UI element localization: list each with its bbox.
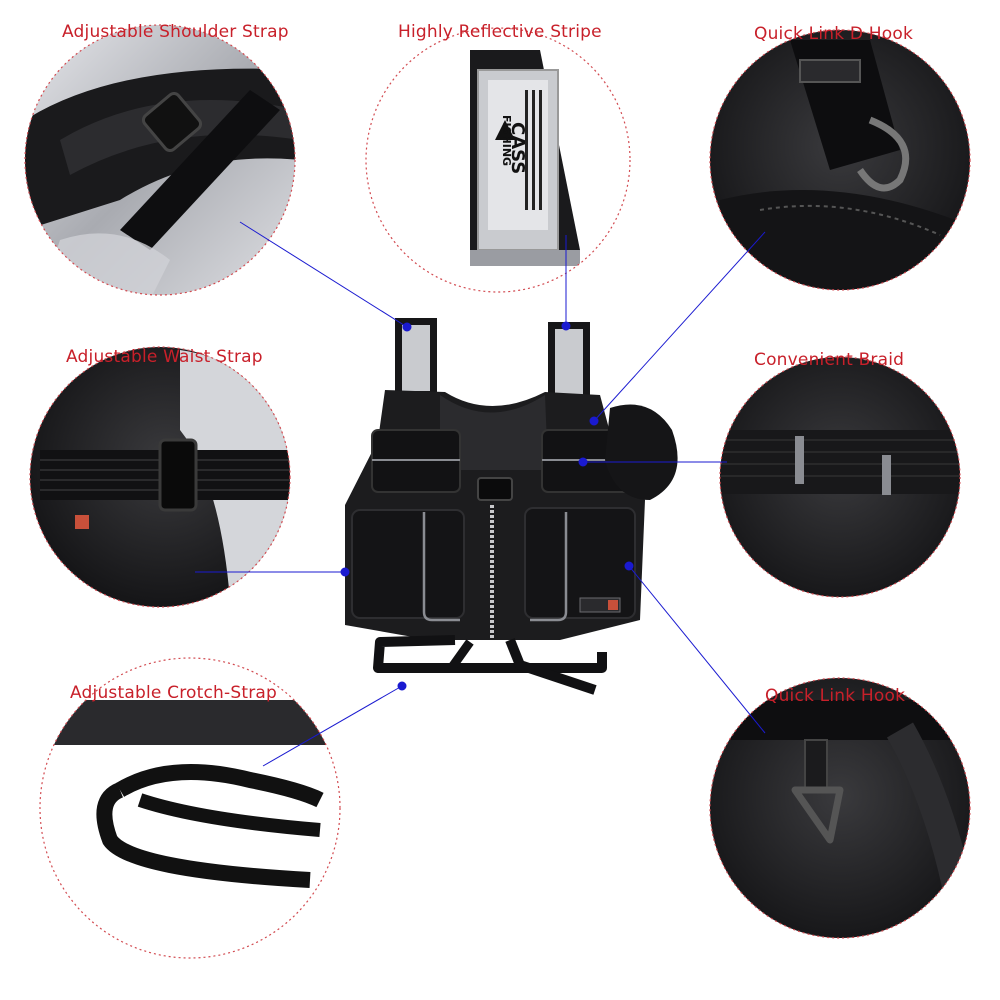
callout-shoulder-strap: [25, 25, 295, 295]
fishing-vest: [345, 318, 678, 695]
strap-brand-logo: CASS: [507, 122, 528, 174]
label-braid: Convenient Braid: [754, 350, 905, 370]
label-shoulder-strap: Adjustable Shoulder Strap: [62, 22, 289, 42]
callout-waist-strap: [30, 347, 290, 607]
callout-reflective-stripe: [366, 28, 630, 292]
left-reflective-stripe: [402, 325, 430, 391]
label-waist-strap: Adjustable Waist Strap: [66, 347, 263, 367]
label-d-hook: Quick Link D Hook: [754, 24, 914, 44]
circle-border: [719, 356, 961, 598]
circle-border: [709, 677, 971, 939]
callout-d-hook: [710, 30, 970, 290]
label-crotch-strap: Adjustable Crotch-Strap: [70, 683, 277, 703]
circle-border: [365, 27, 631, 293]
callout-link-hook: [710, 678, 970, 938]
label-reflective-stripe: Highly Reflective Stripe: [398, 22, 602, 42]
circle-border: [29, 346, 291, 608]
strap-brand-text: FISHING: [500, 115, 513, 166]
callout-braid: [720, 357, 960, 597]
pointer-lines: [195, 221, 766, 767]
callout-crotch-strap: [40, 658, 340, 958]
circle-border: [709, 29, 971, 291]
pouch: [605, 404, 678, 500]
circle-border: [39, 657, 341, 959]
right-reflective-stripe: [555, 329, 583, 395]
circle-border: [24, 24, 296, 296]
label-link-hook: Quick Link Hook: [765, 686, 906, 706]
